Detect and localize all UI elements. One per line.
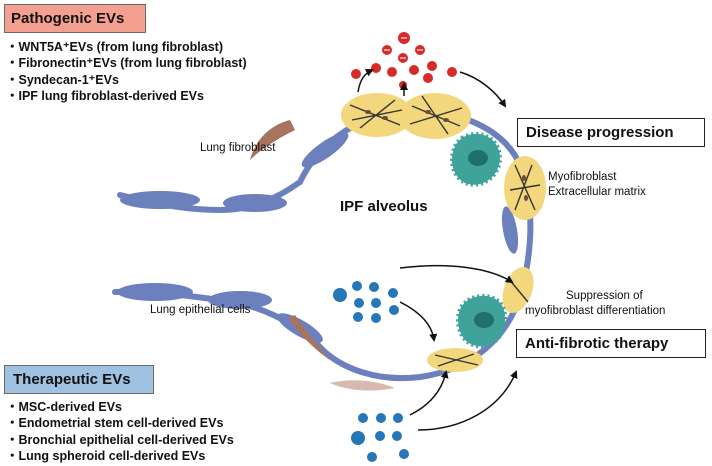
pathogenic-evs-title: Pathogenic EVs [4, 4, 146, 33]
list-item: ・Syndecan-1⁺EVs [6, 72, 119, 87]
suppression-label-line1: Suppression of [566, 290, 643, 302]
list-item: ・WNT5A⁺EVs (from lung fibroblast) [6, 40, 224, 54]
arrows [357, 69, 518, 431]
list-item: ・IPF lung fibroblast-derived EVs [6, 89, 204, 104]
myofibroblast-nuclei [365, 110, 528, 201]
epithelial-cell [301, 132, 349, 168]
disease-progression-label: Disease progression [517, 118, 705, 147]
myofibroblast-label: Myofibroblast [548, 171, 617, 183]
pathogenic-ev-cluster [351, 32, 457, 89]
macrophage [449, 131, 502, 187]
epithelial-cell [117, 283, 193, 301]
matrix-fibers [349, 95, 541, 367]
fibroblast-cell [250, 120, 295, 160]
fibroblast-cell [330, 380, 395, 391]
list-item: ・Fibronectin⁺EVs (from lung fibroblast) [6, 56, 247, 71]
pathogenic-evs-list: ・WNT5A⁺EVs (from lung fibroblast) ・Fibro… [6, 39, 247, 105]
epithelial-cell [208, 291, 272, 309]
epithelial-cell [120, 191, 200, 209]
lung-fibroblast-label: Lung fibroblast [200, 142, 276, 154]
fibroblast-cell [288, 315, 330, 360]
anti-fibrotic-therapy-label: Anti-fibrotic therapy [516, 329, 706, 358]
suppression-label-line2: myofibroblast differentiation [525, 305, 666, 317]
epithelial-cell [501, 206, 519, 254]
list-item: ・MSC-derived EVs [6, 400, 123, 414]
therapeutic-evs-title: Therapeutic EVs [4, 365, 154, 394]
lung-epithelial-label: Lung epithelial cells [150, 304, 251, 316]
macrophage [455, 293, 507, 349]
list-item: ・Bronchial epithelial cell-derived EVs [6, 432, 234, 447]
epithelial-cell [223, 194, 287, 212]
alveolus-label: IPF alveolus [340, 198, 428, 215]
therapeutic-ev-cluster [333, 281, 409, 462]
list-item: ・Lung spheroid cell-derived EVs [6, 449, 206, 464]
ecm-label: Extracellular matrix [548, 186, 646, 198]
list-item: ・Endometrial stem cell-derived EVs [6, 416, 224, 431]
therapeutic-evs-list: ・MSC-derived EVs ・Endometrial stem cell-… [6, 399, 234, 465]
